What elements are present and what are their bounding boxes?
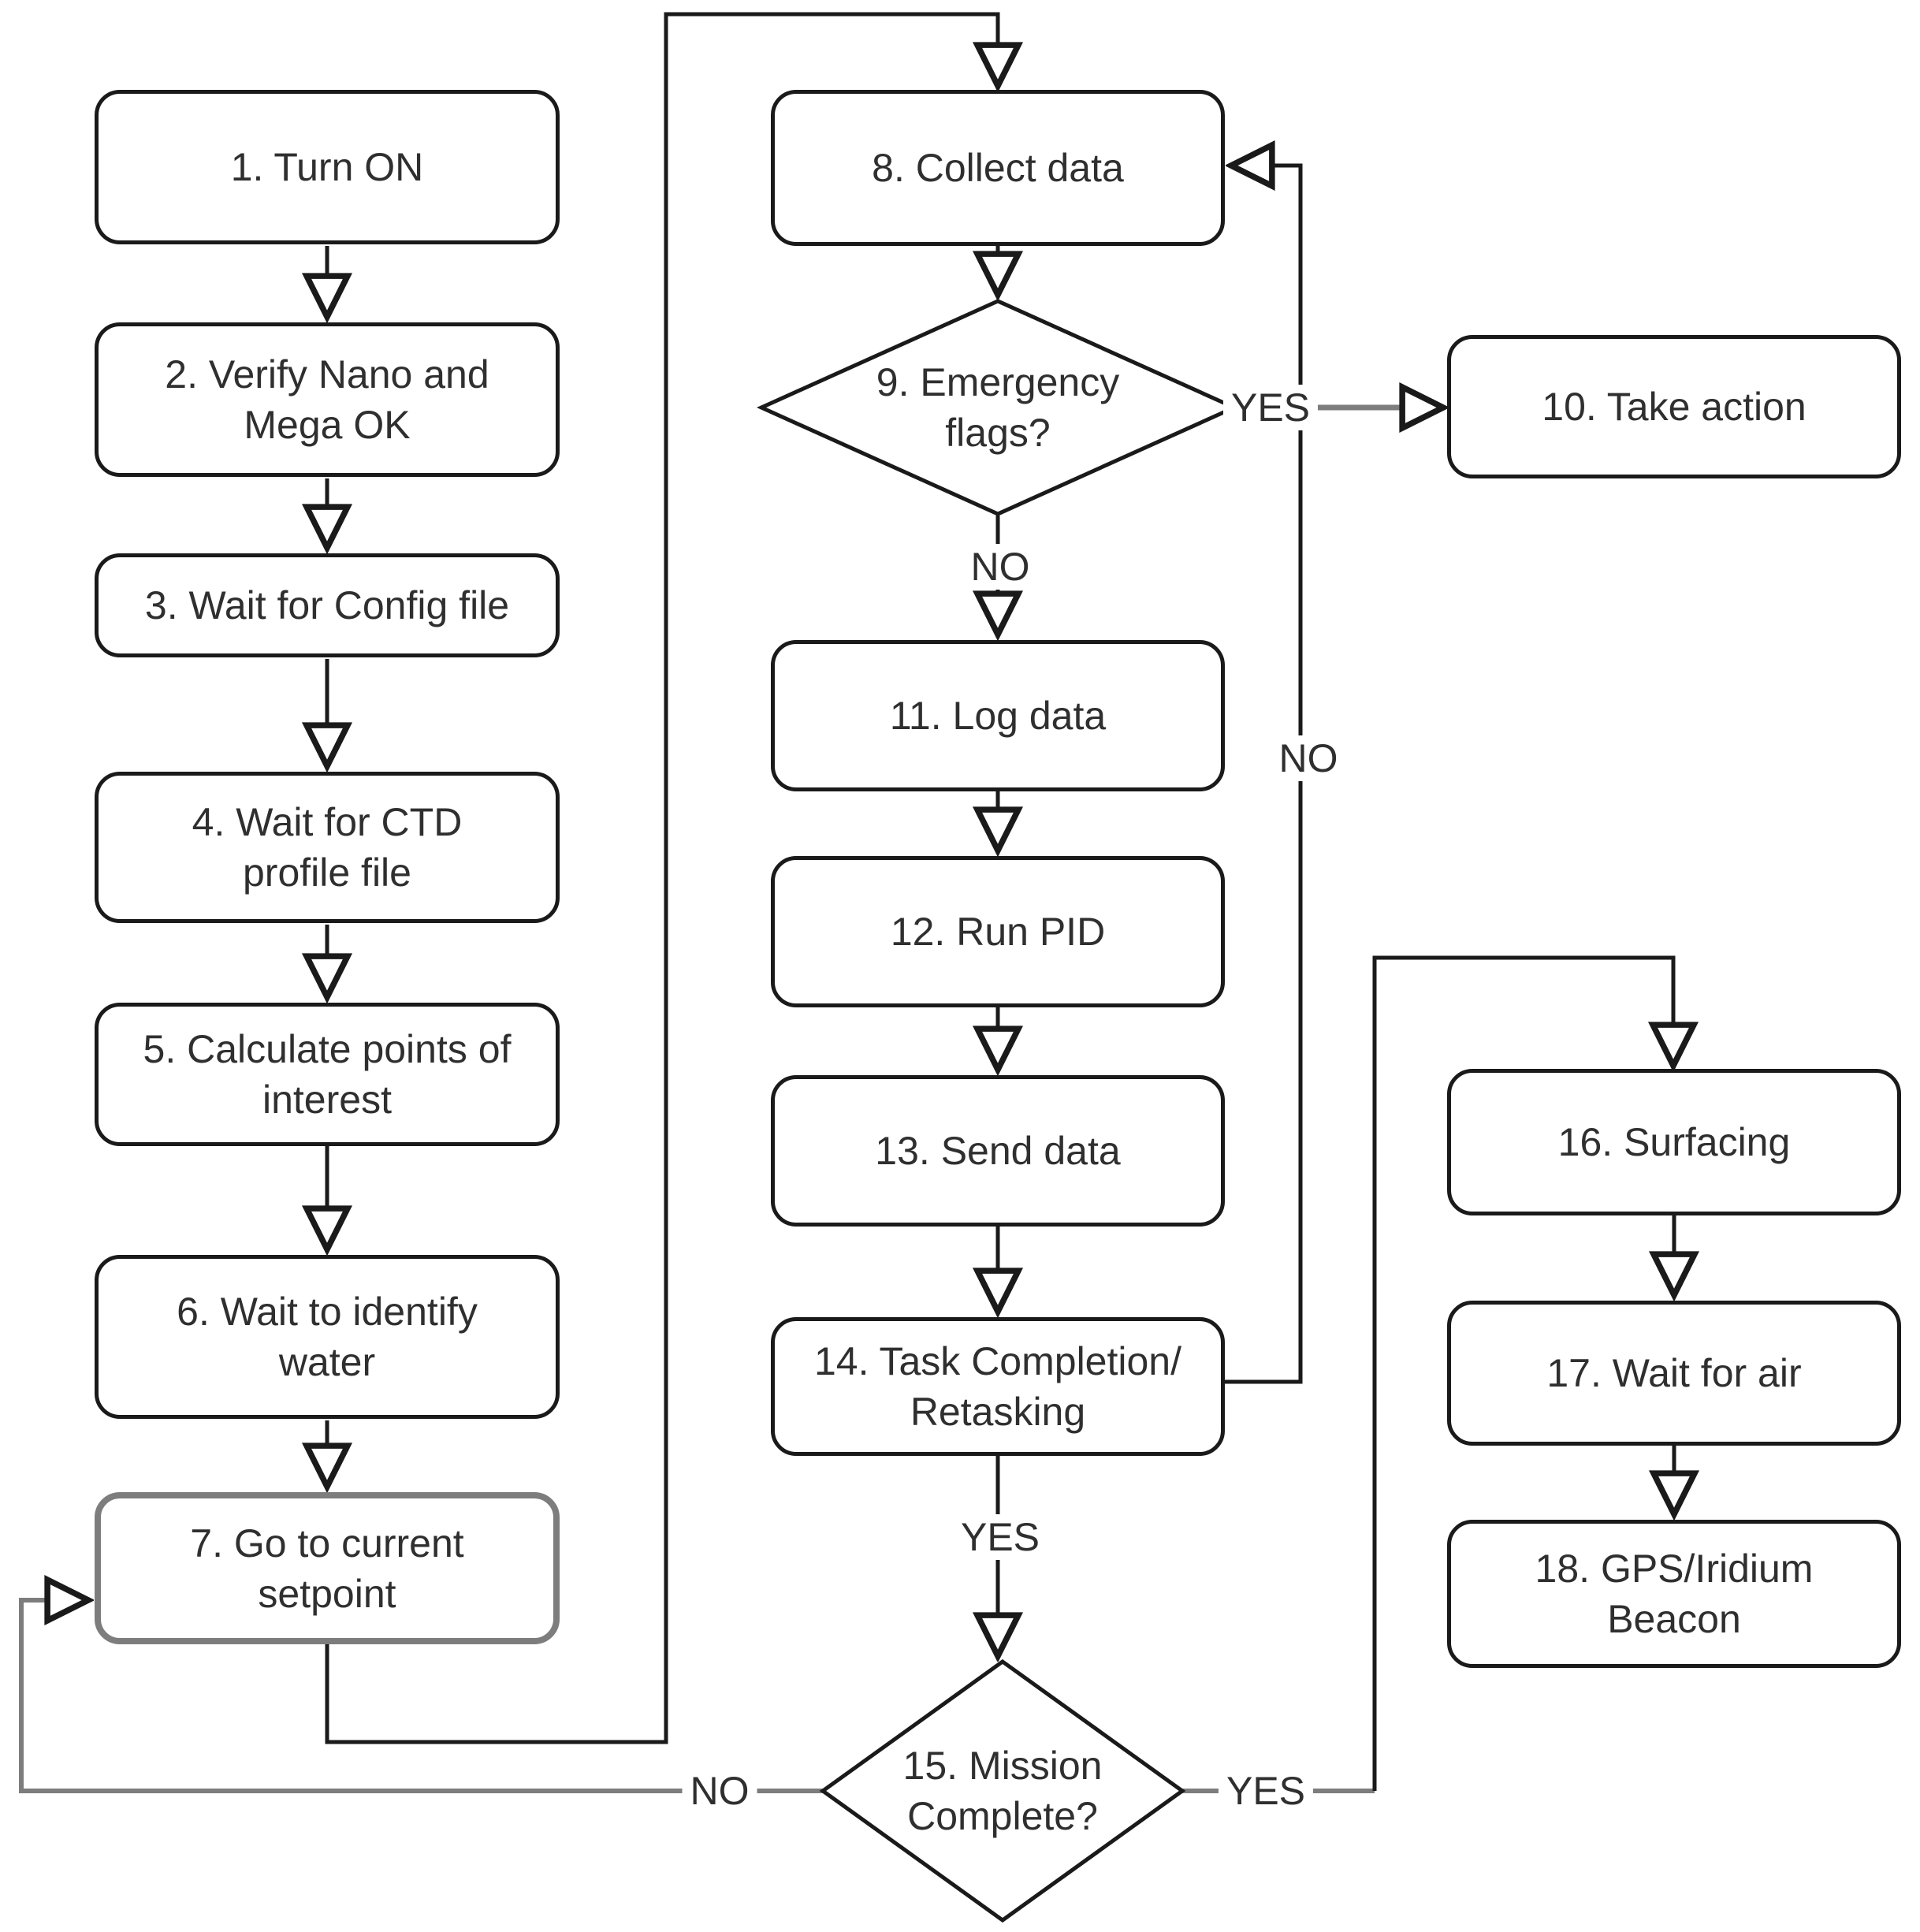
node-15-mission-complete-decision: 15. Mission Complete? [902, 1744, 1103, 1838]
node-4-wait-ctd-profile: 4. Wait for CTD profile file [95, 772, 560, 923]
node-15-diamond-shape [819, 1658, 1186, 1923]
node-16-surfacing: 16. Surfacing [1447, 1069, 1901, 1215]
edge-label-9-yes: YES [1222, 385, 1319, 430]
edge-15-yes-to-16 [1372, 955, 1673, 1791]
node-6-wait-identify-water: 6. Wait to identify water [95, 1255, 560, 1419]
node-12-run-pid: 12. Run PID [771, 856, 1225, 1007]
node-11-log-data: 11. Log data [771, 640, 1225, 791]
edge-15-no-to-7 [19, 1600, 823, 1793]
node-5-calculate-points: 5. Calculate points of interest [95, 1003, 560, 1146]
node-7-goto-current-setpoint: 7. Go to current setpoint [95, 1492, 560, 1644]
node-9-emergency-flags-decision: 9. Emergency flags? [876, 360, 1120, 455]
node-13-send-data: 13. Send data [771, 1075, 1225, 1227]
node-14-task-completion-retasking: 14. Task Completion/ Retasking [771, 1317, 1225, 1456]
node-10-take-action: 10. Take action [1447, 335, 1901, 478]
node-9-diamond-shape [756, 299, 1240, 516]
edge-label-15-no: NO [682, 1768, 757, 1814]
node-3-wait-config-file: 3. Wait for Config file [95, 553, 560, 657]
node-8-collect-data: 8. Collect data [771, 90, 1225, 246]
node-18-gps-iridium-beacon: 18. GPS/Iridium Beacon [1447, 1520, 1901, 1668]
edge-label-9-no: NO [962, 544, 1038, 590]
edge-label-15-yes: YES [1218, 1768, 1314, 1814]
node-1-turn-on: 1. Turn ON [95, 90, 560, 244]
node-2-verify-nano-mega: 2. Verify Nano and Mega OK [95, 322, 560, 477]
edge-label-14-yes: YES [952, 1514, 1048, 1560]
node-17-wait-for-air: 17. Wait for air [1447, 1301, 1901, 1446]
edge-label-14-no: NO [1271, 735, 1346, 781]
edge-7-to-8 [325, 12, 998, 1744]
